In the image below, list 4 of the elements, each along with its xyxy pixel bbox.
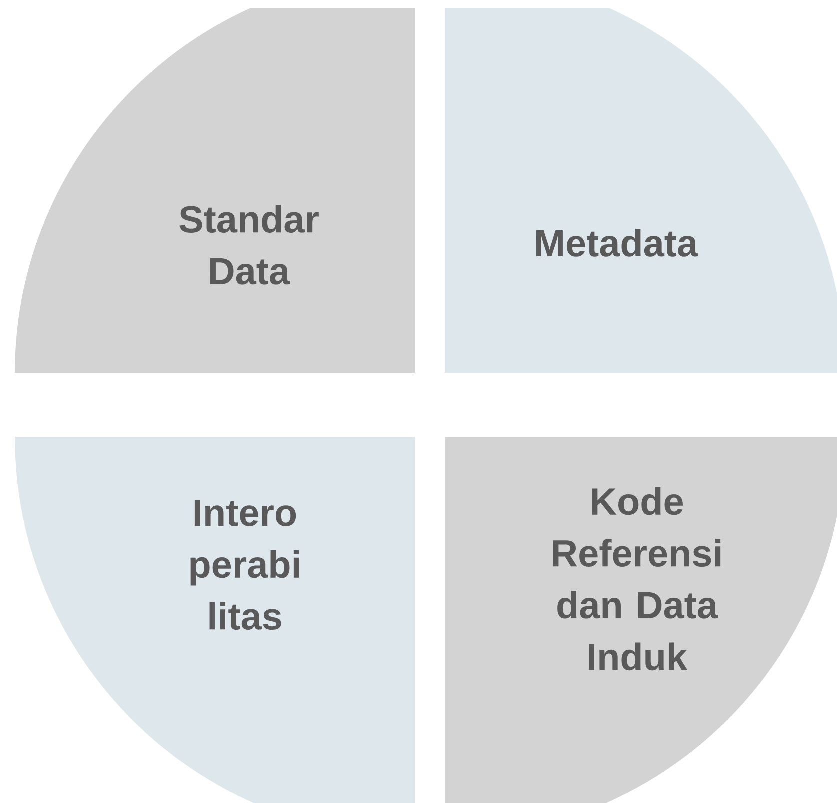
quadrant-segment: Kode Referensi dan Data Induk (445, 437, 837, 803)
quadrant-segment: Standar Data (15, 8, 415, 373)
quadrant-segment: Intero perabi litas (15, 437, 415, 803)
quadrant-segment: Metadata (445, 8, 837, 373)
